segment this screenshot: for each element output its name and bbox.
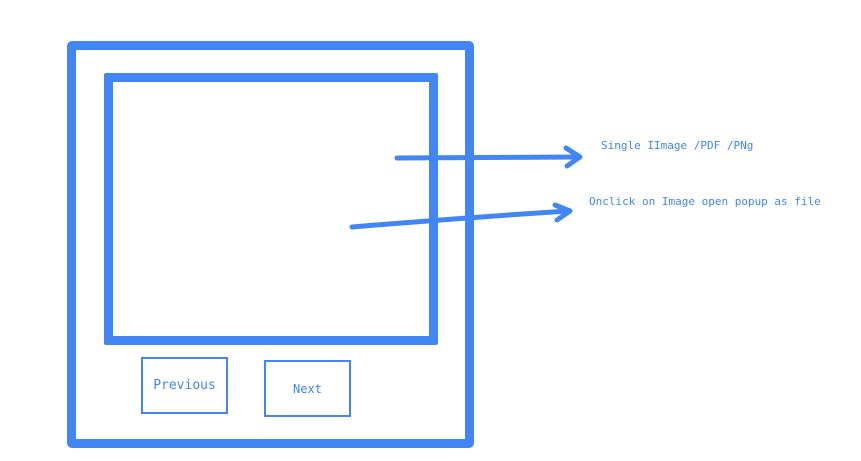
next-button[interactable]: Next [264, 360, 351, 417]
annotation-onclick-popup: Onclick on Image open popup as file [589, 195, 821, 208]
next-button-label: Next [293, 381, 322, 396]
previous-button[interactable]: Previous [141, 357, 228, 414]
previous-button-label: Previous [153, 378, 216, 393]
image-display-area[interactable] [104, 73, 438, 345]
annotation-single-image: Single IImage /PDF /PNg [601, 139, 754, 152]
viewer-frame [67, 41, 474, 448]
